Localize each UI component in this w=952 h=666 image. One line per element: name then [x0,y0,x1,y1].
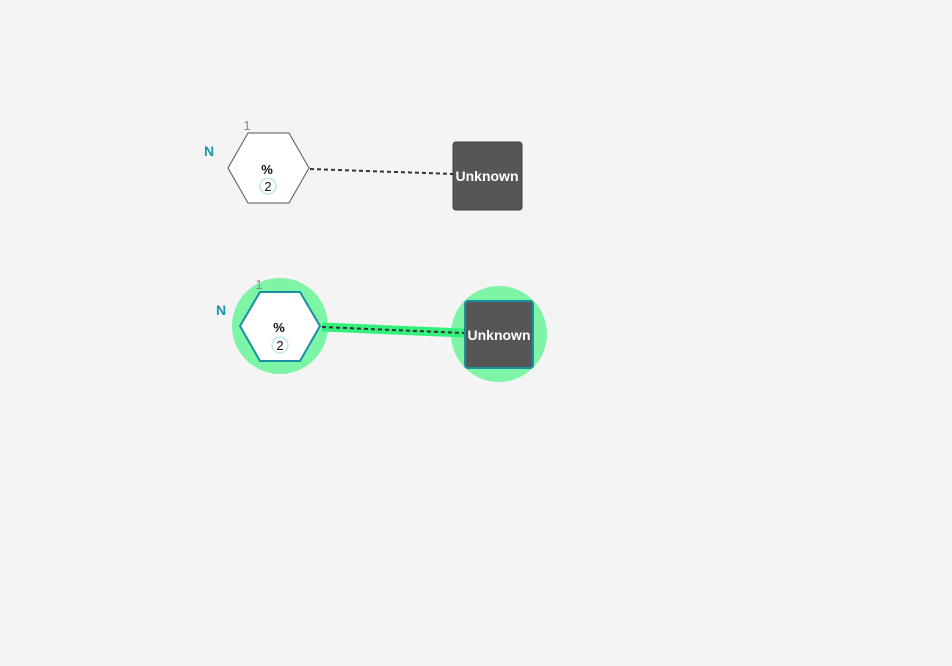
hexagon-shape [238,291,322,362]
monomer-node[interactable]: % 2 [238,291,322,362]
n-terminus-label: N [216,302,226,318]
monomer-count: 2 [264,179,271,194]
monomer-symbol: % [261,162,273,177]
monomer-index-label: 1 [255,277,262,292]
monomer-count: 2 [276,338,283,353]
unknown-label: Unknown [468,327,531,343]
count-ring [259,177,277,195]
unknown-label: Unknown [456,168,519,184]
monomer-index-label: 1 [243,118,250,133]
count-ring [271,336,289,354]
unknown-box [464,300,534,369]
unknown-box [452,141,523,211]
diagram-selected: % 2 1 N Unknown [216,277,547,382]
unknown-node[interactable]: Unknown [464,300,534,369]
connection-line[interactable] [321,326,465,334]
hexagon-shape [227,132,310,204]
connection-line[interactable] [309,168,454,175]
unknown-node[interactable]: Unknown [452,141,523,211]
monomer-node[interactable]: % 2 [227,132,310,204]
monomer-symbol: % [273,320,285,335]
diagram-normal: % 2 1 N Unknown [204,118,523,211]
n-terminus-label: N [204,143,214,159]
